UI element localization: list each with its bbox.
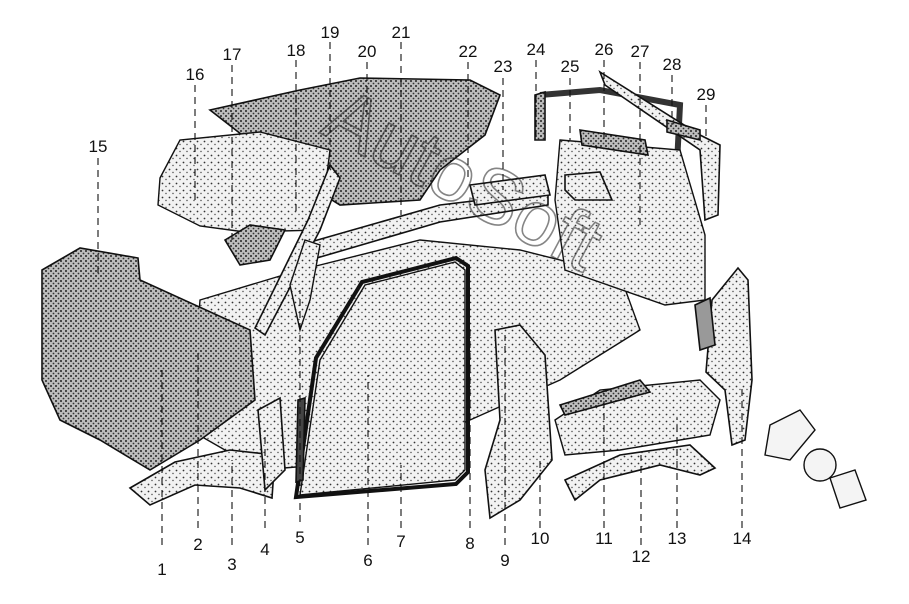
part-label-5: 5 (295, 528, 304, 547)
part-label-13: 13 (668, 529, 687, 548)
part-label-28: 28 (663, 55, 682, 74)
wheel-arch-12 (563, 444, 717, 502)
c-pillar-trim-9-10 (484, 324, 553, 520)
part-label-24: 24 (527, 40, 546, 59)
part-label-4: 4 (260, 540, 269, 559)
part-label-10: 10 (531, 529, 550, 548)
part-label-1: 1 (157, 560, 166, 579)
leader-lines (97, 42, 743, 545)
headliner-16 (157, 131, 331, 233)
part-label-26: 26 (595, 40, 614, 59)
part-label-20: 20 (358, 42, 377, 61)
part-label-22: 22 (459, 42, 478, 61)
door-seal-7 (293, 255, 470, 500)
handle-25 (564, 171, 614, 201)
dashboard-15 (41, 247, 256, 471)
fuel-filler-parts (764, 409, 867, 509)
wheelhouse-11-13 (554, 379, 721, 456)
part-label-3: 3 (227, 555, 236, 574)
part-label-29: 29 (697, 85, 716, 104)
strip-26 (579, 129, 650, 156)
part-label-7: 7 (396, 532, 405, 551)
quarter-trim-14 (694, 266, 753, 447)
b-pillar-18 (289, 239, 321, 333)
part-label-11: 11 (595, 529, 613, 548)
part-label-12: 12 (632, 547, 651, 566)
part-label-2: 2 (193, 535, 202, 554)
part-label-14: 14 (733, 529, 752, 548)
part-label-21: 21 (392, 23, 411, 42)
part-label-18: 18 (287, 41, 306, 60)
part-labels: 1 2 3 4 5 6 7 8 9 10 11 12 13 14 15 16 1… (89, 23, 752, 579)
part-label-8: 8 (465, 534, 474, 553)
part-label-17: 17 (223, 45, 242, 64)
part-label-27: 27 (631, 42, 650, 61)
part-label-25: 25 (561, 57, 580, 76)
part-label-15: 15 (89, 137, 108, 156)
trim-22-23 (469, 174, 551, 206)
door-panel-6 (299, 261, 466, 496)
part-label-23: 23 (494, 57, 513, 76)
part-label-6: 6 (363, 551, 372, 570)
part-label-9: 9 (500, 551, 509, 570)
sunvisor-17 (223, 224, 287, 266)
wheel-arch-3 (128, 449, 276, 506)
part-label-19: 19 (321, 23, 340, 42)
part-label-16: 16 (186, 65, 205, 84)
strip-28-29 (598, 70, 721, 222)
